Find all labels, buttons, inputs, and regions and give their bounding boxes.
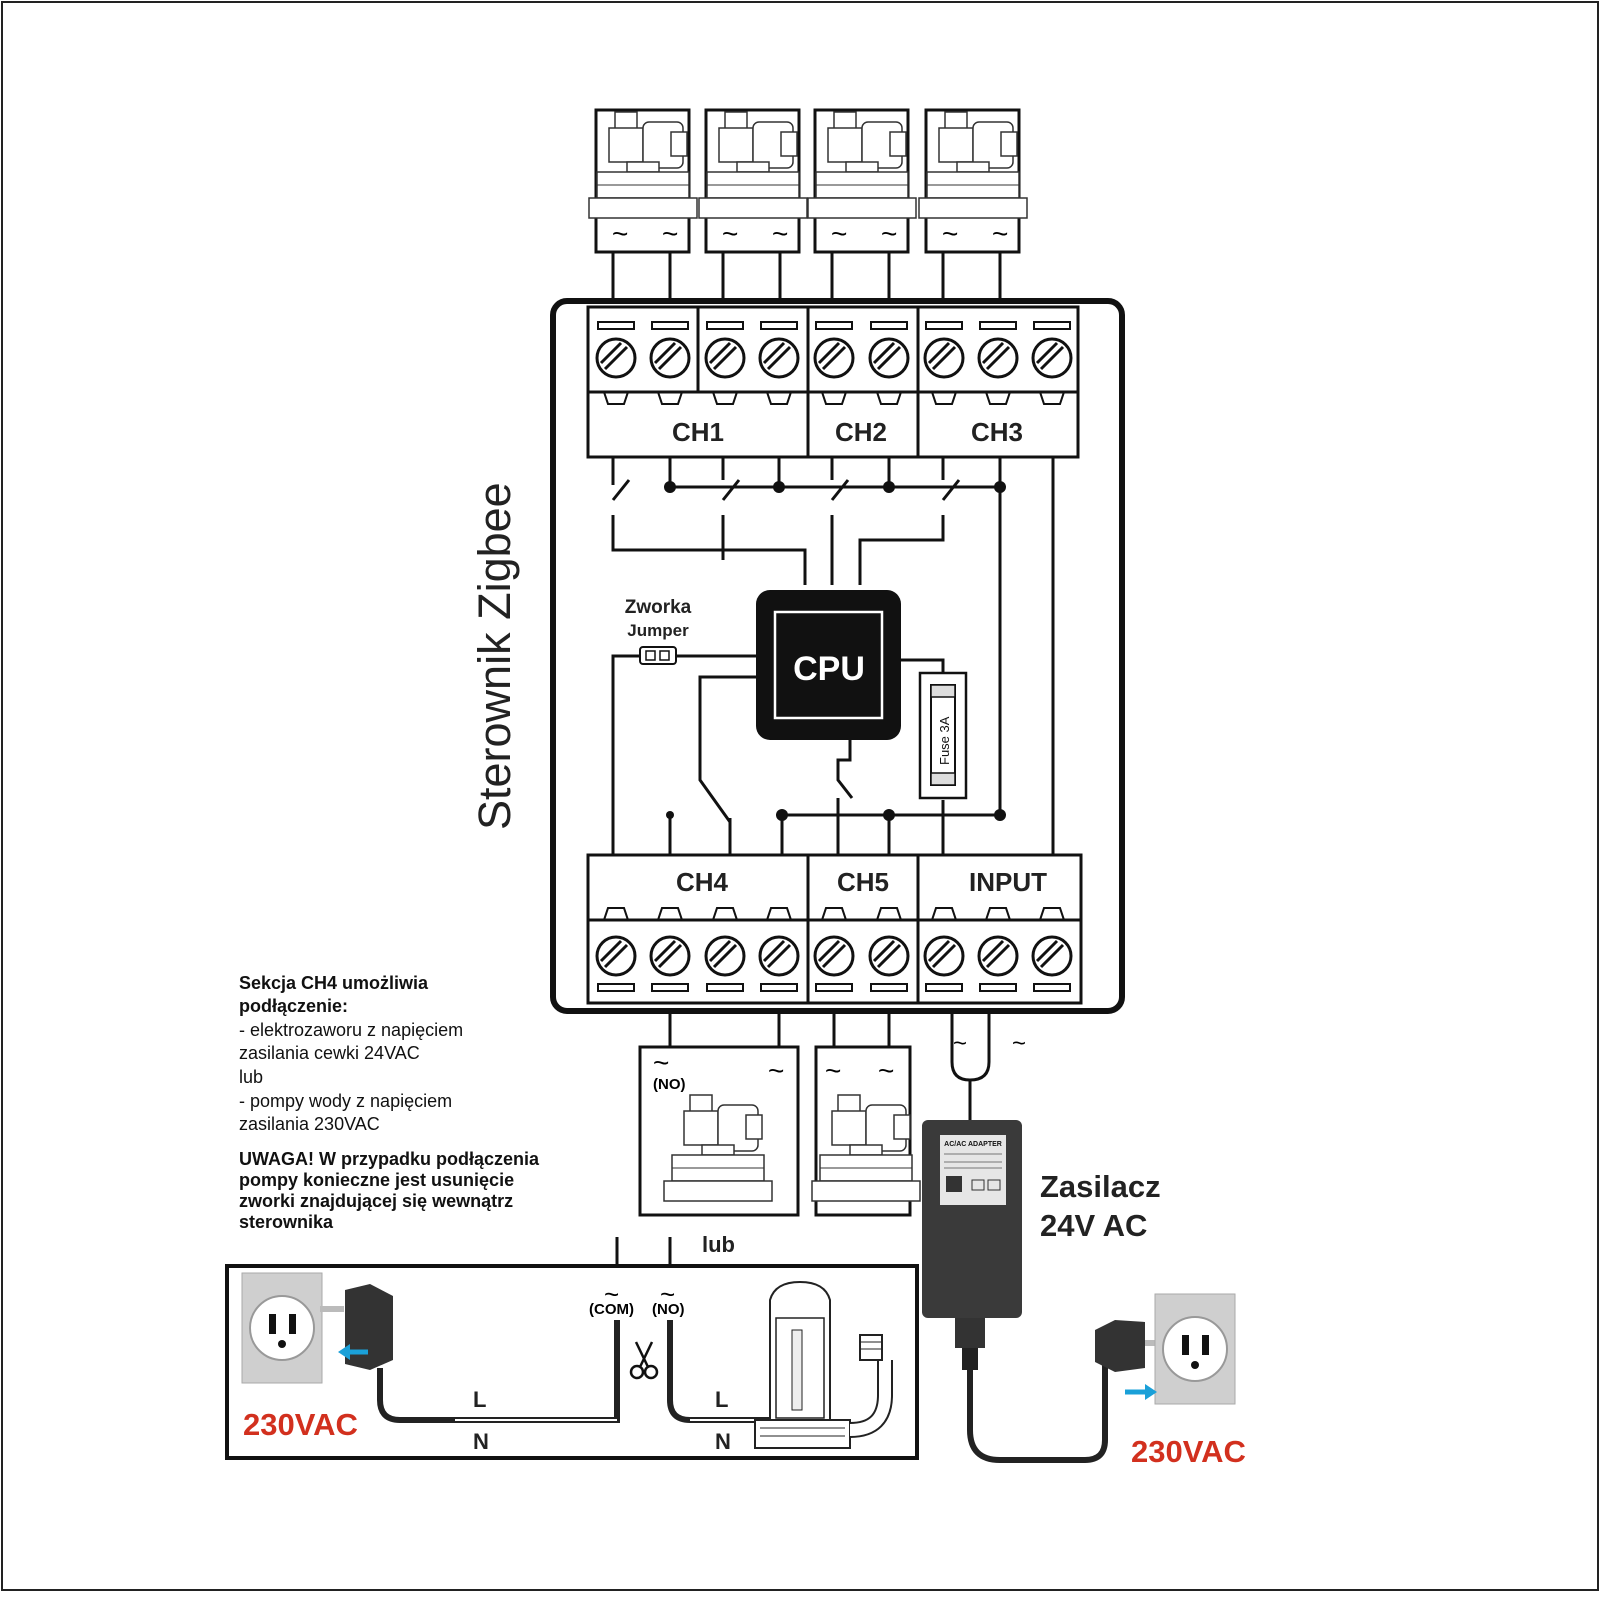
or-label: lub [702, 1232, 735, 1257]
neutral-label: N [473, 1429, 489, 1454]
valve-ch2: ~ ~ [807, 108, 917, 254]
ac-symbol: ~ [660, 1279, 675, 1309]
water-pump-icon [754, 1280, 893, 1449]
ac-adapter: AC/AC ADAPTER [922, 1120, 1022, 1370]
ac-symbol: ~ [1012, 1030, 1026, 1057]
ac-symbol: ~ [953, 1030, 967, 1057]
fuse: Fuse 3A [918, 671, 968, 800]
bottom-terminal-block [586, 853, 1083, 1005]
valve-ch1a: ~ ~ [588, 108, 698, 254]
ch4-note: Sekcja CH4 umożliwia podłączenie: - elek… [239, 973, 540, 1232]
bottom-wires [668, 1011, 891, 1047]
ac-symbol: ~ [992, 218, 1008, 249]
note-line: Sekcja CH4 umożliwia [239, 973, 429, 993]
adapter-cable [967, 1293, 1236, 1463]
note-line: zasilania cewki 24VAC [239, 1043, 420, 1063]
ac-symbol: ~ [825, 1055, 841, 1086]
fuse-label: Fuse 3A [937, 716, 952, 765]
adapter-mains-label: 230VAC [1131, 1434, 1246, 1469]
warning-line: sterownika [239, 1212, 334, 1232]
ac-symbol: ~ [612, 218, 628, 249]
line-label: L [473, 1387, 486, 1412]
ac-symbol: ~ [881, 218, 897, 249]
adapter-wires: ~ ~ [950, 1011, 1026, 1120]
label-ch4: CH4 [676, 867, 729, 897]
ac-symbol: ~ [831, 218, 847, 249]
top-relay-wiring [611, 457, 1055, 855]
note-line: zasilania 230VAC [239, 1114, 380, 1134]
label-ch2: CH2 [835, 417, 887, 447]
pump-panel: ~ ~ (COM) (NO) L N L N [225, 1237, 919, 1460]
no-label: (NO) [653, 1076, 686, 1093]
ac-symbol: ~ [662, 218, 678, 249]
warning-line: zworki znajdującej się wewnątrz [239, 1191, 513, 1211]
valve-ch3: ~ ~ [918, 108, 1028, 254]
top-terminal-block [586, 305, 1080, 459]
power-supply-voltage: 24V AC [1040, 1208, 1147, 1243]
ac-symbol: ~ [768, 1055, 784, 1086]
note-line: lub [239, 1067, 263, 1087]
jumper-label-en: Jumper [627, 621, 689, 640]
label-ch5: CH5 [837, 867, 889, 897]
controller-title: Sterownik Zigbee [469, 482, 520, 830]
note-line: - elektrozaworu z napięciem [239, 1020, 463, 1040]
note-line: podłączenie: [239, 996, 348, 1016]
neutral-label: N [715, 1429, 731, 1454]
plug-icon [345, 1284, 393, 1370]
line-label: L [715, 1387, 728, 1412]
no-label: (NO) [652, 1301, 685, 1318]
cpu-chip: CPU [756, 590, 901, 740]
power-supply-title: Zasilacz [1040, 1169, 1161, 1204]
ac-symbol: ~ [772, 218, 788, 249]
warning-line: UWAGA! W przypadku podłączenia [239, 1149, 540, 1169]
valve-ch4: ~ (NO) ~ [638, 1045, 800, 1217]
warning-line: pompy konieczne jest usunięcie [239, 1170, 514, 1190]
label-ch1: CH1 [672, 417, 724, 447]
label-ch3: CH3 [971, 417, 1023, 447]
ac-symbol: ~ [722, 218, 738, 249]
ac-symbol: ~ [878, 1055, 894, 1086]
scissors-icon [629, 1341, 659, 1380]
ac-symbol: ~ [604, 1279, 619, 1309]
adapter-label: AC/AC ADAPTER [944, 1141, 1002, 1148]
ac-symbol: ~ [653, 1047, 669, 1078]
com-label: (COM) [589, 1301, 634, 1318]
pump-mains-label: 230VAC [243, 1407, 358, 1442]
note-line: - pompy wody z napięciem [239, 1091, 452, 1111]
cpu-label: CPU [793, 650, 865, 688]
jumper[interactable] [639, 646, 677, 665]
label-input: INPUT [969, 867, 1047, 897]
ac-symbol: ~ [942, 218, 958, 249]
jumper-label-pl: Zworka [625, 597, 692, 618]
valve-ch1b: ~ ~ [698, 108, 808, 254]
valve-ch5: ~ ~ [811, 1045, 921, 1217]
cpu-wiring [611, 654, 1006, 855]
top-screws [595, 321, 1073, 405]
